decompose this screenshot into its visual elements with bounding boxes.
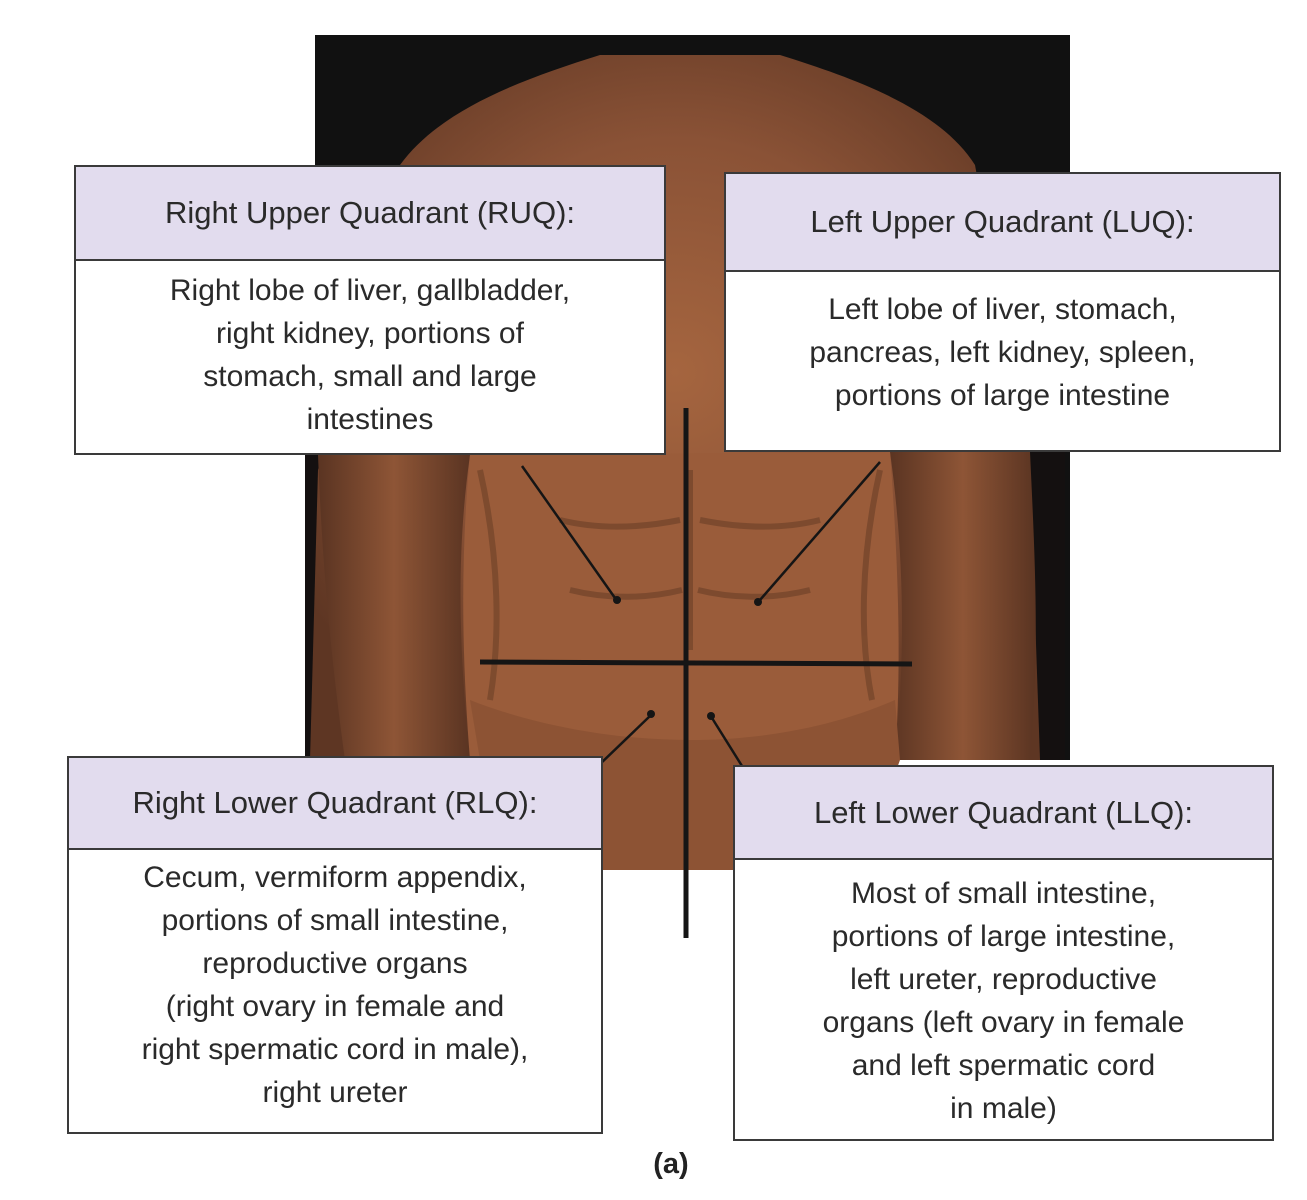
- llq-leader-dot: [707, 712, 715, 720]
- llq-line: and left spermatic cord: [851, 1049, 1156, 1082]
- rlq-line: right ureter: [262, 1076, 408, 1109]
- luq-leader-line: [759, 461, 881, 601]
- llq-line: portions of large intestine,: [831, 920, 1176, 953]
- torso-arm-left: [890, 452, 1036, 760]
- rlq-leader-dot: [647, 710, 655, 718]
- rlq-line: reproductive organs: [202, 947, 468, 980]
- ruq-box: Right Upper Quadrant (RUQ): Right lobe o…: [74, 165, 666, 455]
- llq-heading: Left Lower Quadrant (LLQ):: [735, 767, 1272, 860]
- luq-line: pancreas, left kidney, spleen,: [809, 336, 1196, 369]
- rlq-line: (right ovary in female and: [165, 990, 505, 1023]
- rlq-line: right spermatic cord in male),: [141, 1033, 529, 1066]
- rlq-heading: Right Lower Quadrant (RLQ):: [69, 758, 601, 850]
- torso-arm-right: [318, 455, 470, 760]
- llq-description: Most of small intestine, portions of lar…: [735, 860, 1272, 1139]
- luq-description: Left lobe of liver, stomach, pancreas, l…: [726, 272, 1279, 450]
- ruq-line: intestines: [306, 403, 434, 436]
- luq-box: Left Upper Quadrant (LUQ): Left lobe of …: [724, 172, 1281, 452]
- llq-line: in male): [950, 1092, 1057, 1125]
- ruq-heading: Right Upper Quadrant (RUQ):: [76, 167, 664, 261]
- rlq-line: portions of small intestine,: [161, 904, 509, 937]
- luq-leader-dot: [754, 598, 762, 606]
- muscle-shading: [477, 469, 883, 701]
- ruq-line: Right lobe of liver, gallbladder,: [169, 274, 571, 307]
- torso-abdomen: [463, 452, 899, 760]
- ruq-leader-line: [520, 465, 617, 599]
- llq-line: Most of small intestine,: [850, 877, 1157, 910]
- luq-line: Left lobe of liver, stomach,: [828, 293, 1177, 326]
- rlq-description: Cecum, vermiform appendix, portions of s…: [69, 850, 601, 1132]
- luq-line: portions of large intestine: [834, 379, 1171, 412]
- ruq-leader-dot: [613, 596, 621, 604]
- llq-box: Left Lower Quadrant (LLQ): Most of small…: [733, 765, 1274, 1141]
- llq-line: left ureter, reproductive: [850, 963, 1157, 996]
- rlq-box: Right Lower Quadrant (RLQ): Cecum, vermi…: [67, 756, 603, 1134]
- llq-line: organs (left ovary in female: [822, 1006, 1185, 1039]
- figure-label: (a): [653, 1148, 689, 1180]
- ruq-line: stomach, small and large: [203, 360, 537, 393]
- horizontal-umbilical-line: [479, 659, 913, 667]
- rlq-line: Cecum, vermiform appendix,: [143, 861, 527, 894]
- rlq-leader-line: [597, 715, 651, 767]
- luq-heading: Left Upper Quadrant (LUQ):: [726, 174, 1279, 272]
- ruq-line: right kidney, portions of: [216, 317, 524, 350]
- llq-leader-line: [710, 717, 744, 767]
- ruq-description: Right lobe of liver, gallbladder, right …: [76, 261, 664, 453]
